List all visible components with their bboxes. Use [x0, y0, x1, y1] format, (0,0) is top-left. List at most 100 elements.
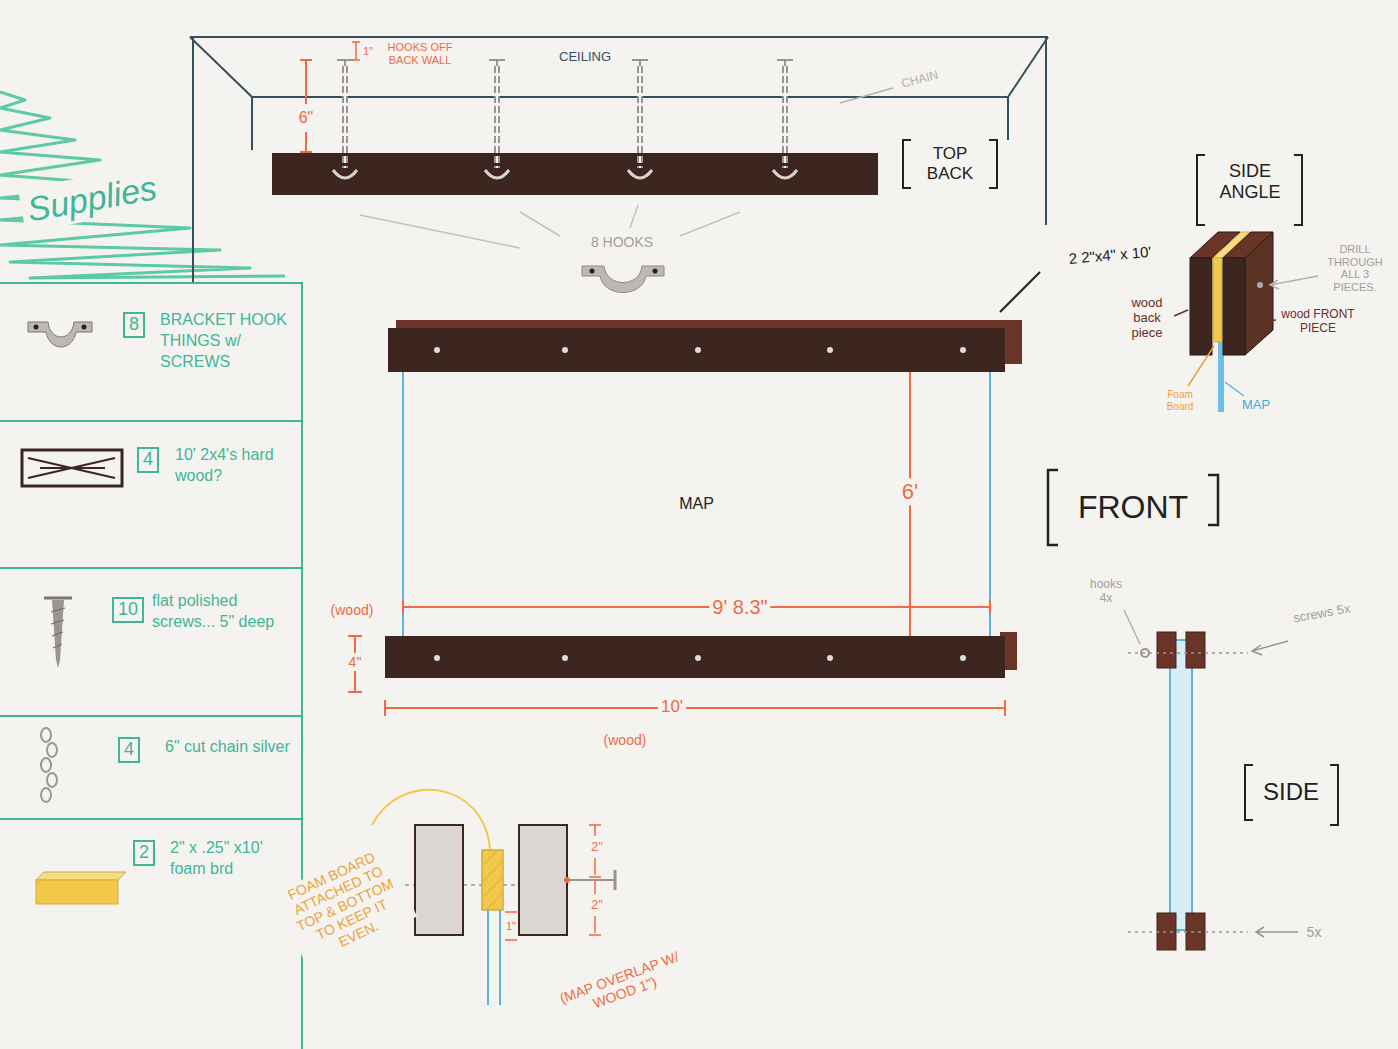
supply-icons: [28, 322, 92, 347]
side-view: [1124, 610, 1140, 644]
chains: [345, 66, 785, 168]
lumber-leader: [1000, 272, 1040, 312]
supply-icons: [47, 743, 57, 757]
front-wood-bars: [562, 347, 568, 353]
cross-section-detail: [505, 912, 517, 940]
part-label: Foam Board: [1158, 389, 1203, 412]
supply-item-text: BRACKET HOOK THINGS w/ SCREWS: [160, 310, 290, 372]
front-dimensions: [909, 372, 911, 636]
side-view: [1157, 913, 1176, 950]
cross-section-detail: [365, 790, 615, 1005]
part-label: hooks 4x: [1086, 578, 1126, 606]
dimension-label: 2": [588, 897, 606, 914]
supplies-panel: Supplies8BRACKET HOOK THINGS w/ SCREWS41…: [0, 282, 303, 1049]
supply-icons: [82, 325, 87, 330]
hook-bracket-icon: [653, 269, 658, 274]
front-wood-bars: [562, 655, 568, 661]
hook-leaders: [360, 205, 740, 248]
chains: [333, 60, 797, 178]
dimension-label: 1": [363, 45, 373, 58]
dimension-label: 2": [588, 839, 606, 856]
supply-row: 8BRACKET HOOK THINGS w/ SCREWS: [0, 284, 301, 422]
side-angle-leaders: [1262, 320, 1276, 322]
note-label: (wood): [331, 602, 374, 618]
side-angle-illustration: [1257, 282, 1263, 288]
quantity-box: 10: [112, 597, 144, 623]
lumber-leader: [1000, 272, 1040, 312]
note-label: FOAM BOARD ATTACHED TO TOP & BOTTOM TO K…: [273, 842, 418, 968]
front-wood-bars: [695, 347, 701, 353]
quantity-box: 4: [118, 737, 140, 763]
brackets: [903, 140, 1338, 825]
supply-icons: [22, 450, 122, 486]
note-label: (MAP OVERLAP W/ WOOD 1"): [555, 948, 688, 1023]
top-dimensions: [300, 60, 312, 152]
front-wood-bars: [960, 347, 966, 353]
map-edges: [403, 372, 990, 636]
view-title: TOP BACK: [920, 144, 980, 183]
side-view: [1186, 632, 1205, 668]
side-angle-illustration: [1245, 232, 1273, 355]
supply-icons: [41, 788, 51, 802]
side-angle-leaders: [1174, 276, 1318, 396]
side-view: [1141, 649, 1149, 657]
supply-row: 10 flat polished screws... 5" deep: [0, 569, 301, 717]
brackets: [1245, 765, 1338, 825]
part-label: 8 HOOKS: [591, 234, 653, 250]
cross-section-detail: [482, 850, 503, 910]
side-angle-illustration: [1223, 258, 1245, 355]
part-label: wood FRONT PIECE: [1278, 308, 1358, 336]
view-title: SIDE ANGLE: [1205, 161, 1295, 202]
front-dimensions: [403, 600, 990, 614]
side-view: [1124, 610, 1298, 950]
chain-leader: [840, 88, 893, 103]
side-view: [1128, 653, 1248, 932]
brackets: [1048, 470, 1218, 545]
top-dimensions: [300, 42, 360, 152]
supply-icons: [41, 728, 51, 742]
cross-section-detail: [564, 877, 570, 883]
side-view: [1157, 632, 1176, 668]
side-view: [1252, 641, 1288, 655]
quantity-box: 2: [133, 840, 155, 866]
front-wood-bars: [695, 655, 701, 661]
supply-row: 2 2" x .25" x10' foam brd: [0, 820, 301, 1049]
side-view: [1186, 913, 1205, 950]
supply-row: 410' 2x4's hard wood?: [0, 422, 301, 569]
side-angle-leaders: [1188, 346, 1214, 386]
front-wood-bars: [434, 347, 440, 353]
note-label: DRILL THROUGH ALL 3 PIECES.: [1320, 243, 1390, 294]
green-scribble: [0, 92, 285, 278]
front-wood-bars: [960, 655, 966, 661]
front-wood-bars: [827, 347, 833, 353]
part-label: 2 2"x4" x 10': [1068, 243, 1152, 267]
supply-item-text: 2" x .25" x10' foam brd: [170, 838, 270, 880]
map-label: MAP: [679, 494, 714, 515]
supply-icons: [22, 322, 126, 904]
supply-item-text: 10' 2x4's hard wood?: [175, 445, 287, 487]
panel-heading: Supplies: [18, 164, 166, 232]
supply-row: 4 6" cut chain silver: [0, 717, 301, 820]
green-scribble: [0, 92, 285, 278]
brackets: [903, 140, 997, 188]
cross-section-detail: [589, 825, 601, 935]
front-wood-bars: [388, 328, 1005, 372]
supply-item-text: 6" cut chain silver: [165, 737, 291, 758]
side-angle-illustration: [1213, 258, 1222, 342]
side-angle-illustration: [1190, 258, 1212, 355]
front-wood-bars: [385, 320, 1022, 678]
supply-icons: [41, 758, 51, 772]
map-edges: [403, 372, 990, 636]
supply-item-text: flat polished screws... 5" deep: [152, 591, 292, 633]
supply-icons: [47, 773, 57, 787]
part-label: 5x: [1307, 924, 1322, 940]
dimension-label: 10': [658, 696, 686, 718]
hook-leaders: [360, 205, 740, 248]
chains: [333, 170, 797, 178]
dimension-label: 1": [506, 920, 516, 933]
side-view: [1170, 640, 1192, 930]
cross-section-detail: [519, 825, 567, 935]
part-label: wood back piece: [1122, 296, 1172, 341]
